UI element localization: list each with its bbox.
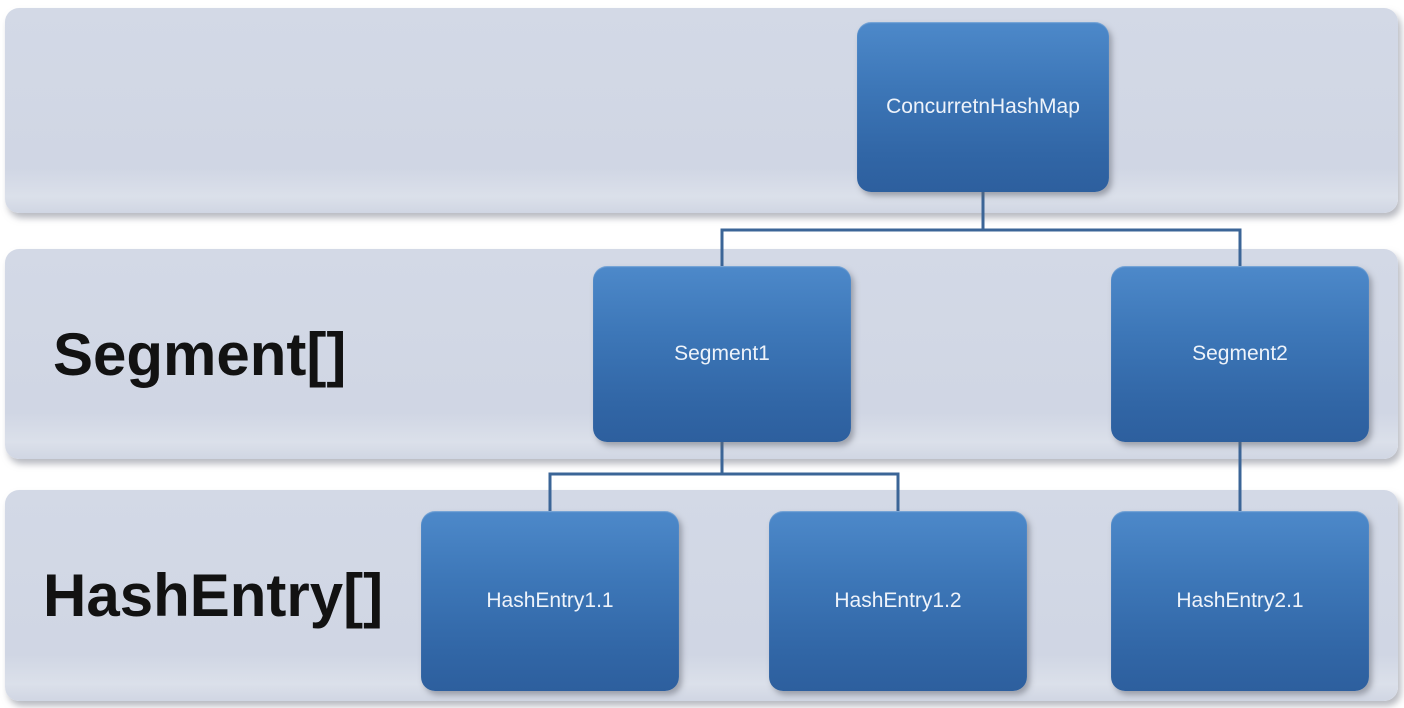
node-segment1-label: Segment1	[674, 342, 770, 365]
band-root-row	[5, 8, 1398, 213]
node-concurretnhashmap: ConcurretnHashMap	[857, 22, 1109, 192]
node-hashentry-1-1: HashEntry1.1	[421, 511, 679, 691]
node-hashentry-1-2-label: HashEntry1.2	[834, 589, 962, 612]
node-hashentry-1-2: HashEntry1.2	[769, 511, 1027, 691]
node-segment2-label: Segment2	[1192, 342, 1288, 365]
node-concurretnhashmap-label: ConcurretnHashMap	[886, 95, 1080, 118]
node-hashentry-2-1: HashEntry2.1	[1111, 511, 1369, 691]
node-hashentry-1-1-label: HashEntry1.1	[486, 589, 614, 612]
node-hashentry-2-1-label: HashEntry2.1	[1176, 589, 1304, 612]
hashentry-row-label: HashEntry[]	[43, 562, 384, 629]
node-segment2: Segment2	[1111, 266, 1369, 442]
node-segment1: Segment1	[593, 266, 851, 442]
segment-row-label: Segment[]	[53, 320, 347, 388]
